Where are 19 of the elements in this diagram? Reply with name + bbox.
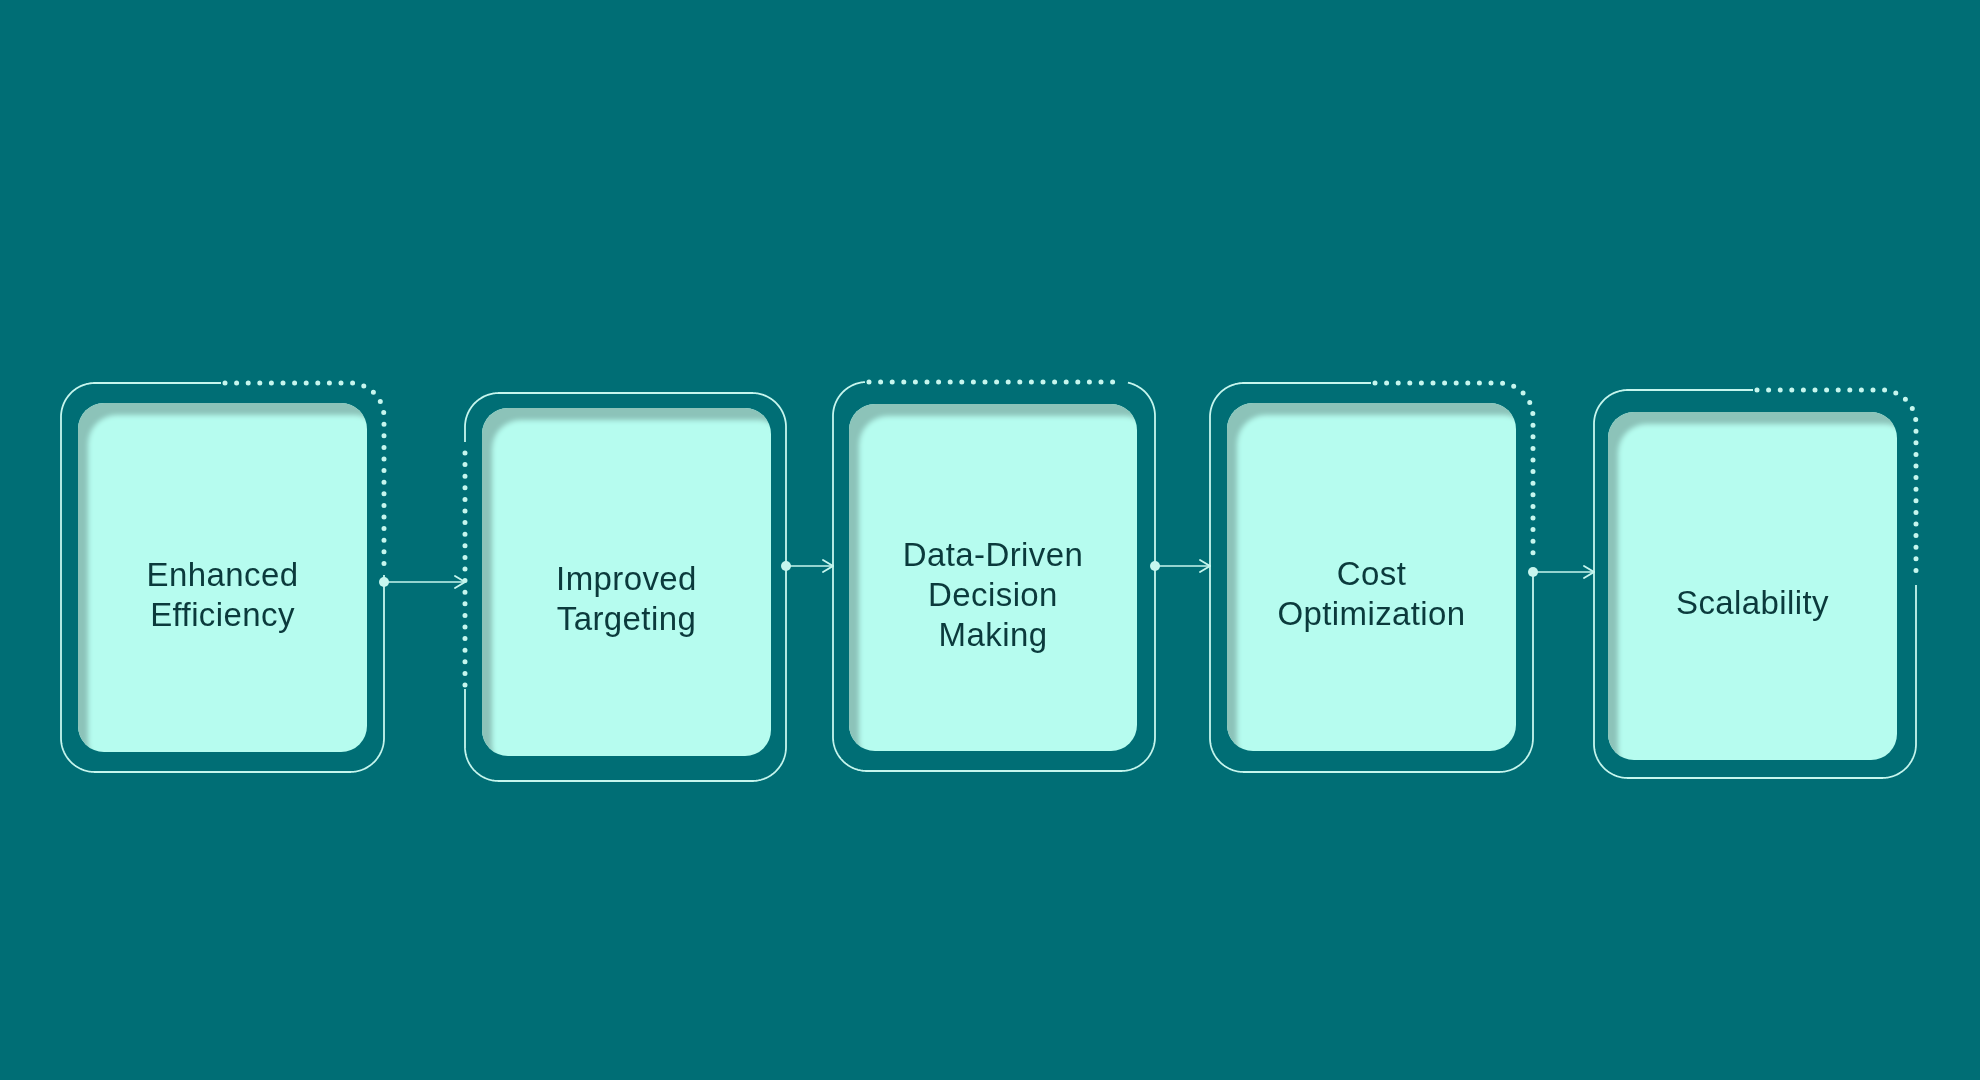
step-label: Cost Optimization [1276, 554, 1467, 634]
step-label: Enhanced Efficiency [145, 554, 300, 635]
step-card [482, 408, 771, 756]
rounded-frame [462, 390, 789, 784]
arrow [781, 559, 834, 573]
step-card [78, 403, 367, 752]
step-card [849, 404, 1137, 751]
arrow [1528, 565, 1595, 579]
rounded-frame [830, 379, 1158, 774]
step-card [1227, 403, 1516, 751]
arrow [379, 575, 466, 589]
step-label: Improved Targeting [555, 559, 698, 639]
rounded-frame [1591, 387, 1919, 781]
rounded-frame [1207, 380, 1536, 775]
arrow [1150, 559, 1211, 573]
step-label: Scalability [1676, 583, 1829, 623]
rounded-frame [58, 380, 387, 775]
step-label: Data-Driven Decision Making [901, 534, 1085, 655]
step-card [1608, 412, 1897, 760]
